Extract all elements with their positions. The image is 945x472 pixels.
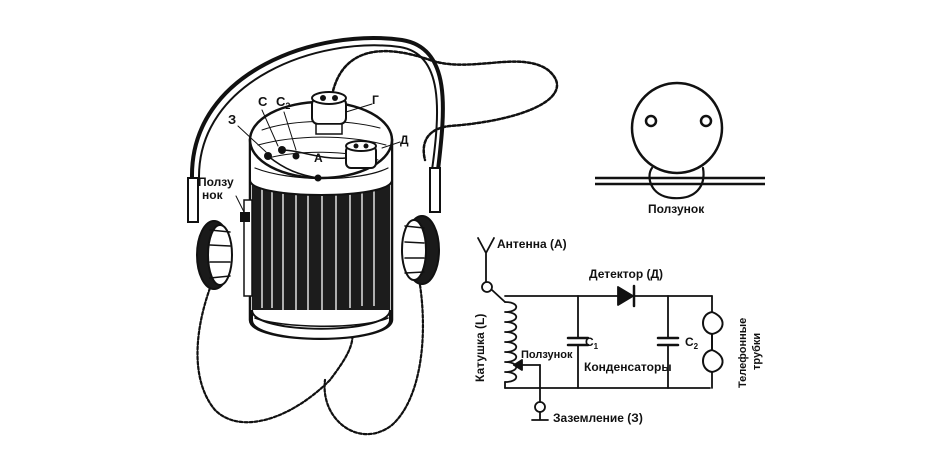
coil-inductor	[504, 301, 518, 383]
label-a: А	[314, 151, 323, 165]
slider-detail: Ползунок	[595, 81, 765, 216]
schematic-labels: Антенна (А) Детектор (Д) Катушка (L) Пол…	[473, 237, 763, 425]
detector-d	[345, 140, 377, 169]
slider-hole-right	[699, 114, 713, 128]
headphone-cord-right	[323, 283, 425, 436]
crystal-radio-illustration: З С С2 Г А Д Ползу нок	[187, 36, 559, 436]
right-earphone	[401, 167, 441, 285]
ground-symbol	[531, 411, 549, 421]
label-coil: Катушка (L)	[473, 314, 487, 382]
slider-bar	[243, 199, 253, 297]
headphone-cord-left	[196, 286, 354, 424]
coil-cylinder	[248, 138, 394, 340]
label-g: Г	[372, 93, 379, 107]
label-c: С	[258, 94, 268, 109]
label-ground: Заземление (З)	[553, 411, 643, 425]
label-z: З	[228, 112, 236, 127]
antenna-symbol	[477, 237, 495, 283]
antenna-terminal	[481, 281, 493, 293]
label-d: Д	[400, 133, 409, 147]
slider-disc	[630, 81, 724, 175]
left-earphone	[187, 177, 233, 290]
label-detector: Детектор (Д)	[589, 267, 663, 281]
slider-hole-left	[644, 114, 658, 128]
label-slider-line1: Ползу	[198, 175, 234, 189]
label-c2: С2	[276, 94, 290, 111]
slider-detail-caption: Ползунок	[648, 202, 705, 216]
label-c2: C2	[685, 335, 699, 351]
telephone-earpieces	[702, 311, 724, 373]
label-phones-line1: Телефонные	[737, 318, 749, 388]
ground-terminal	[534, 401, 546, 413]
detector-diode	[617, 284, 636, 308]
connector-g	[311, 91, 347, 135]
label-capacitors: Конденсаторы	[584, 360, 672, 374]
label-slider-line2: нок	[202, 188, 224, 202]
label-phones-line2: трубки	[751, 333, 763, 370]
slider-spring	[648, 166, 705, 200]
label-c1: C1	[585, 335, 599, 351]
headphone-headband	[189, 36, 445, 180]
capacitor-c2	[656, 336, 680, 347]
circuit-schematic	[477, 237, 724, 421]
label-slider: Ползунок	[521, 349, 573, 361]
label-antenna: Антенна (А)	[497, 237, 567, 251]
headphone-cord-top	[328, 50, 559, 162]
